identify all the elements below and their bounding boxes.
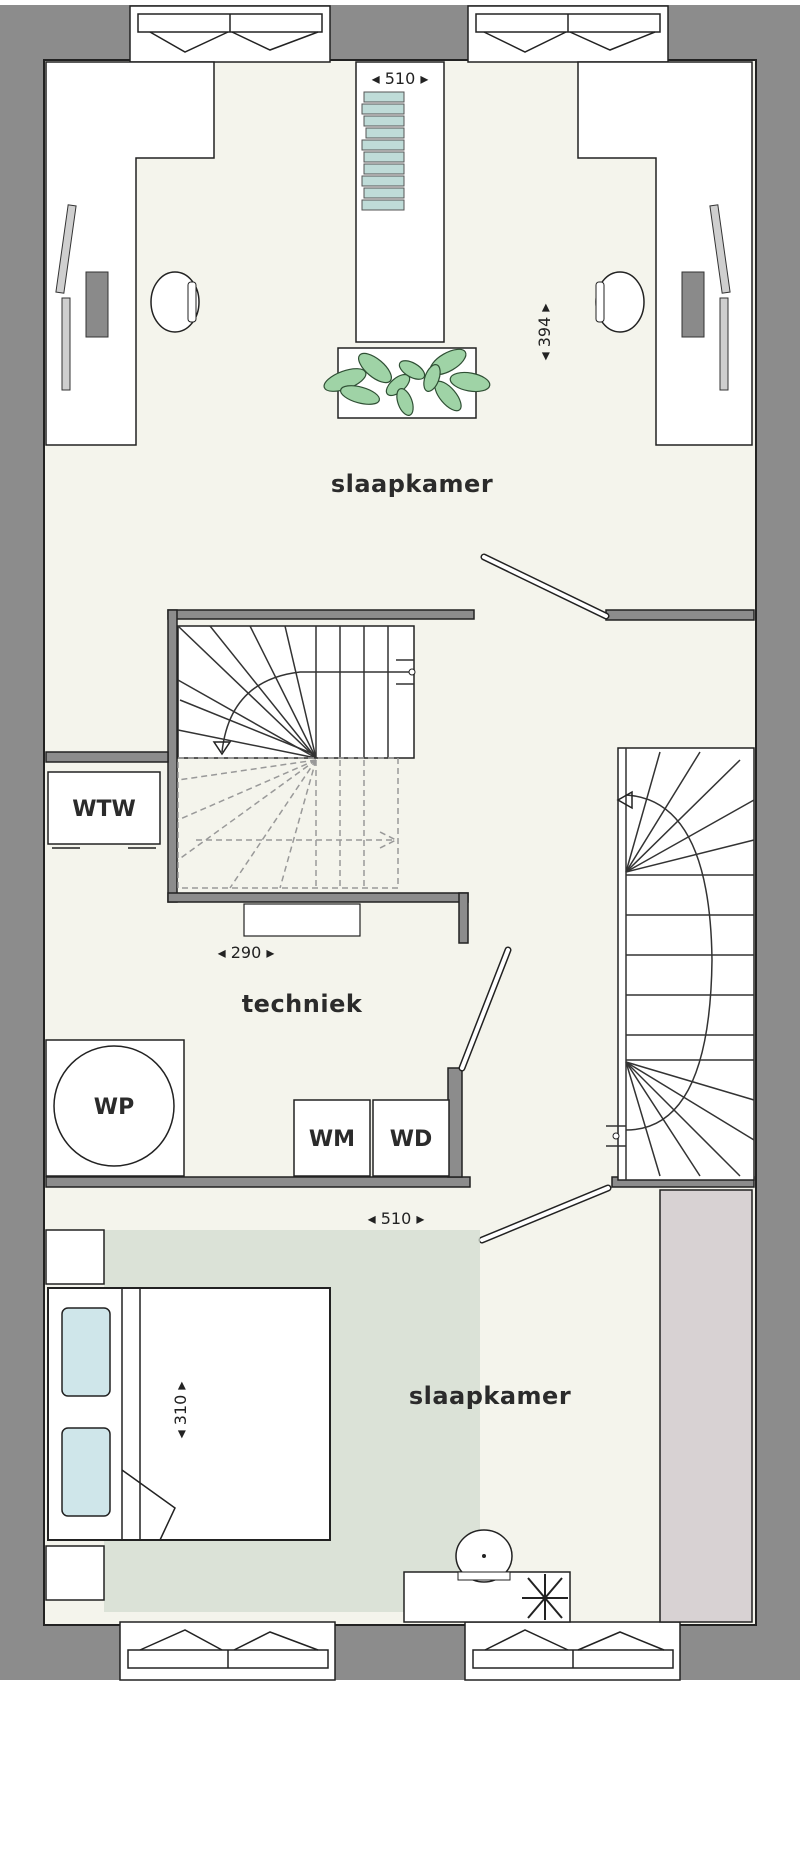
plant-bottom <box>522 1574 568 1620</box>
wd-label: WD <box>390 1127 433 1152</box>
dimension-bottom-depth: ◂ 310 ▸ <box>171 1382 190 1439</box>
interior-walls <box>45 609 755 1188</box>
dimension-bottom-width: ◂ 510 ▸ <box>368 1209 425 1228</box>
plant-box <box>323 347 491 419</box>
heat-pump-unit <box>45 1039 185 1177</box>
room-label-top-bedroom: slaapkamer <box>331 470 493 498</box>
desk-chair-right <box>595 271 645 333</box>
wardrobe <box>659 1189 753 1623</box>
dryer <box>372 1099 450 1177</box>
desk-left <box>45 61 215 446</box>
room-label-bottom-bedroom: slaapkamer <box>409 1382 571 1410</box>
window-top-right <box>467 5 669 63</box>
wp-label: WP <box>94 1095 134 1120</box>
bed <box>47 1287 331 1541</box>
staircase-right <box>606 747 755 1181</box>
door-utility <box>458 946 512 1072</box>
wtw-label: WTW <box>72 797 136 822</box>
staircase-lower-dashed <box>177 757 399 889</box>
window-bottom-right <box>464 1621 681 1681</box>
wtw-unit <box>47 771 161 849</box>
desk-chair-left <box>150 271 200 333</box>
dimension-utility-width: ◂ 290 ▸ <box>218 943 275 962</box>
bookshelf <box>355 61 445 343</box>
dimension-top-width: ◂ 510 ▸ <box>372 69 429 88</box>
room-label-utility: techniek <box>242 990 363 1018</box>
dimension-top-depth: ◂ 394 ▸ <box>535 304 554 361</box>
staircase-upper <box>177 625 416 759</box>
nightstand-top <box>45 1229 105 1285</box>
wm-label: WM <box>309 1127 355 1152</box>
window-bottom-left <box>119 1621 336 1681</box>
door-top-bedroom <box>480 553 610 620</box>
window-top-left <box>129 5 331 63</box>
nightstand-bottom <box>45 1545 105 1601</box>
door-bottom-bedroom <box>478 1184 612 1244</box>
utility-cabinet <box>243 903 361 937</box>
washing-machine <box>293 1099 371 1177</box>
desk-right <box>577 61 753 446</box>
